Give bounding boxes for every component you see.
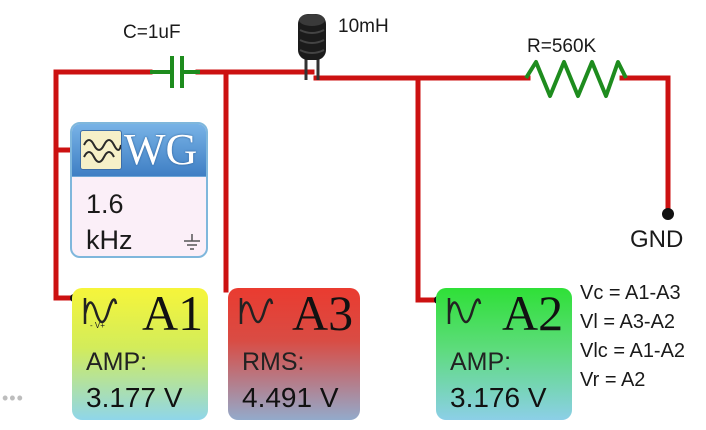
wire-to-a2 [415, 75, 439, 303]
meter-mode: AMP: [450, 348, 512, 376]
formula-vc: Vc = A1-A3 [580, 282, 681, 304]
formula-vl: Vl = A3-A2 [580, 311, 676, 333]
meter-a1[interactable]: - V+ A1 AMP: 3.177 V [72, 288, 208, 420]
meter-a2[interactable]: A2 AMP: 3.176 V [436, 288, 572, 420]
meter-a3[interactable]: A3 RMS: 4.491 V [228, 288, 360, 420]
formula-vlc: Vlc = A1-A2 [580, 340, 686, 362]
meter-mode: RMS: [242, 348, 305, 376]
resistor-label: R=560K [527, 36, 597, 57]
waveform-generator-header: WG [72, 124, 206, 177]
formula-vr: Vr = A2 [580, 369, 646, 391]
ground-label: GND [630, 226, 684, 253]
wire-left-loop [53, 69, 153, 301]
meter-title: A2 [502, 288, 564, 341]
meter-value: 3.176 V [450, 382, 547, 413]
ground-node [662, 208, 674, 220]
formula-list: Vc = A1-A3 Vl = A3-A2 Vlc = A1-A2 Vr = A… [580, 279, 685, 395]
waveform-icon [447, 298, 482, 324]
meter-title: A1 [142, 288, 204, 341]
wire-to-ground [619, 75, 671, 215]
waveform-icon: - V+ [83, 298, 118, 330]
waveform-generator[interactable]: WG 1.6 kHz [70, 122, 208, 258]
capacitor-label: C=1uF [123, 22, 181, 43]
sine-wave-icon [80, 130, 122, 170]
frequency-unit: kHz [86, 225, 133, 255]
meter-mode: AMP: [86, 348, 148, 376]
meter-value: 3.177 V [86, 382, 183, 413]
waveform-icon [239, 298, 274, 324]
inductor [298, 14, 326, 80]
frequency-value: 1.6 [86, 189, 124, 219]
inductor-label: 10mH [338, 16, 389, 37]
ground-symbol-icon [184, 234, 200, 250]
more-options-icon[interactable]: ••• [2, 388, 24, 408]
frequency-readout: 1.6 kHz [86, 186, 133, 256]
capacitor [150, 56, 200, 88]
waveform-generator-title: WG [124, 125, 198, 174]
meter-title: A3 [292, 288, 354, 341]
svg-text:- V+: - V+ [90, 321, 105, 330]
meter-value: 4.491 V [242, 382, 339, 413]
resistor [524, 60, 628, 98]
